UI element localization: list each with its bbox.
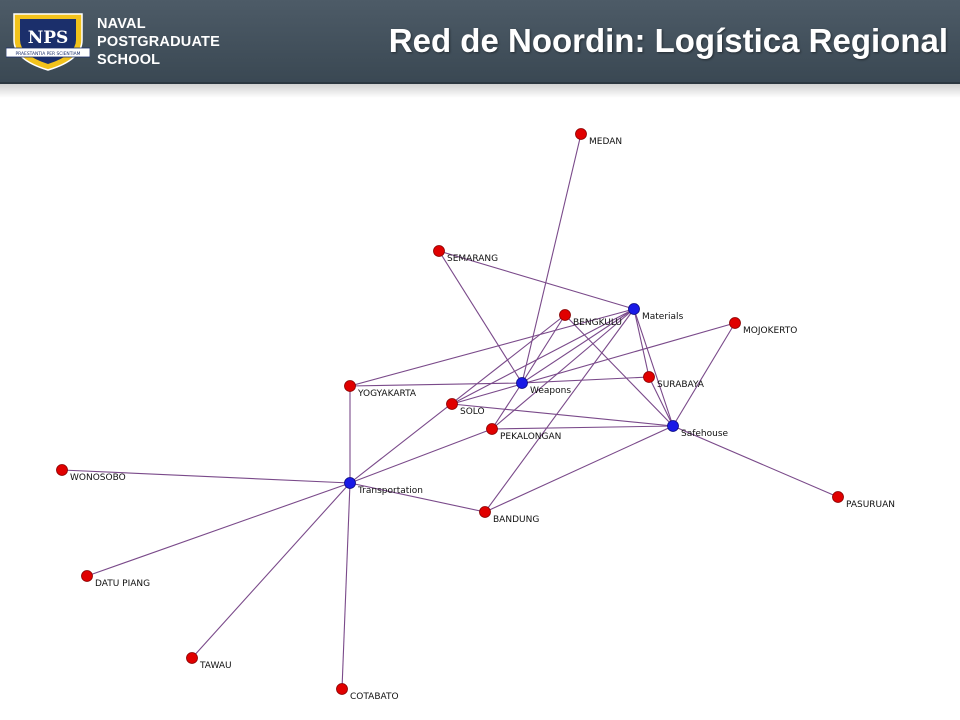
node-label-datu-piang: DATU PIANG xyxy=(95,579,150,589)
node-pasuruan[interactable] xyxy=(832,491,844,503)
node-surabaya[interactable] xyxy=(643,371,655,383)
node-mojokerto[interactable] xyxy=(729,317,741,329)
school-name: NAVAL POSTGRADUATE SCHOOL xyxy=(97,15,220,69)
node-label-safehouse: Safehouse xyxy=(681,429,729,439)
edge-wonosobo-transportation xyxy=(61,469,351,484)
edge-solo-safehouse xyxy=(451,403,674,427)
edge-materials-weapons xyxy=(521,308,635,384)
node-label-tawau: TAWAU xyxy=(199,661,232,671)
node-label-mojokerto: MOJOKERTO xyxy=(743,326,797,336)
edge-transportation-cotabato xyxy=(341,482,351,690)
school-name-line-3: SCHOOL xyxy=(97,52,161,68)
node-pekalongan[interactable] xyxy=(486,423,498,435)
node-label-bengkulu: BENGKULU xyxy=(573,318,622,328)
node-yogyakarta[interactable] xyxy=(344,380,356,392)
edge-bengkulu-weapons xyxy=(521,314,566,384)
node-tawau[interactable] xyxy=(186,652,198,664)
edge-mojokerto-safehouse xyxy=(672,322,736,427)
node-wonosobo[interactable] xyxy=(56,464,68,476)
node-label-bandung: BANDUNG xyxy=(493,515,539,525)
school-name-line-2: POSTGRADUATE xyxy=(97,34,220,50)
node-safehouse[interactable] xyxy=(667,420,679,432)
node-materials[interactable] xyxy=(628,303,640,315)
edge-semarang-materials xyxy=(438,250,635,310)
node-label-semarang: SEMARANG xyxy=(447,254,498,264)
nps-crest-logo: NPS PRAESTANTIA PER SCIENTIAM xyxy=(6,13,90,71)
edge-mojokerto-solo xyxy=(451,322,736,405)
node-label-wonosobo: WONOSOBO xyxy=(70,473,126,483)
edge-surabaya-safehouse xyxy=(648,376,674,427)
edge-weapons-yogyakarta xyxy=(349,382,523,387)
edge-materials-solo xyxy=(451,308,635,405)
node-semarang[interactable] xyxy=(433,245,445,257)
node-cotabato[interactable] xyxy=(336,683,348,695)
edge-materials-pekalongan xyxy=(491,308,635,430)
edge-pekalongan-safehouse xyxy=(491,425,674,430)
edge-transportation-pekalongan xyxy=(349,428,493,484)
node-label-pekalongan: PEKALONGAN xyxy=(500,432,561,442)
node-label-cotabato: COTABATO xyxy=(350,692,399,702)
slide-header: NPS PRAESTANTIA PER SCIENTIAM NAVAL POST… xyxy=(0,0,960,84)
logo-text: NPS xyxy=(28,28,69,48)
edge-weapons-surabaya xyxy=(521,376,650,384)
edge-transportation-datu_piang xyxy=(86,482,351,577)
node-datu-piang[interactable] xyxy=(81,570,93,582)
node-bengkulu[interactable] xyxy=(559,309,571,321)
edge-bengkulu-safehouse xyxy=(564,314,674,427)
edge-medan-weapons xyxy=(521,133,582,384)
edge-materials-yogyakarta xyxy=(349,308,635,387)
node-transportation[interactable] xyxy=(344,477,356,489)
node-weapons[interactable] xyxy=(516,377,528,389)
edge-materials-safehouse xyxy=(633,308,674,427)
node-label-solo: SOLO xyxy=(460,407,485,417)
node-label-yogyakarta: YOGYAKARTA xyxy=(357,389,417,399)
school-name-line-1: NAVAL xyxy=(97,16,146,32)
node-label-materials: Materials xyxy=(642,312,684,322)
edge-safehouse-bandung xyxy=(484,425,674,513)
edge-weapons-pekalongan xyxy=(491,382,523,430)
slide-title: Red de Noordin: Logística Regional xyxy=(388,22,948,59)
edge-layer xyxy=(61,133,839,690)
edge-materials-bandung xyxy=(484,308,635,513)
edge-transportation-bandung xyxy=(349,482,486,513)
node-label-pasuruan: PASURUAN xyxy=(846,500,895,510)
node-medan[interactable] xyxy=(575,128,587,140)
node-label-transportation: Transportation xyxy=(357,486,423,496)
edge-safehouse-pasuruan xyxy=(672,425,839,498)
node-label-surabaya: SURABAYA xyxy=(657,380,705,390)
edge-semarang-weapons xyxy=(438,250,523,384)
node-label-weapons: Weapons xyxy=(530,386,571,396)
node-solo[interactable] xyxy=(446,398,458,410)
node-label-medan: MEDAN xyxy=(589,137,622,147)
node-layer xyxy=(56,128,844,695)
edge-bengkulu-transportation xyxy=(349,314,566,484)
header-shadow xyxy=(0,84,960,98)
logo-banner: PRAESTANTIA PER SCIENTIAM xyxy=(16,51,81,57)
edge-materials-surabaya xyxy=(633,308,650,378)
node-bandung[interactable] xyxy=(479,506,491,518)
edge-transportation-tawau xyxy=(191,482,351,659)
